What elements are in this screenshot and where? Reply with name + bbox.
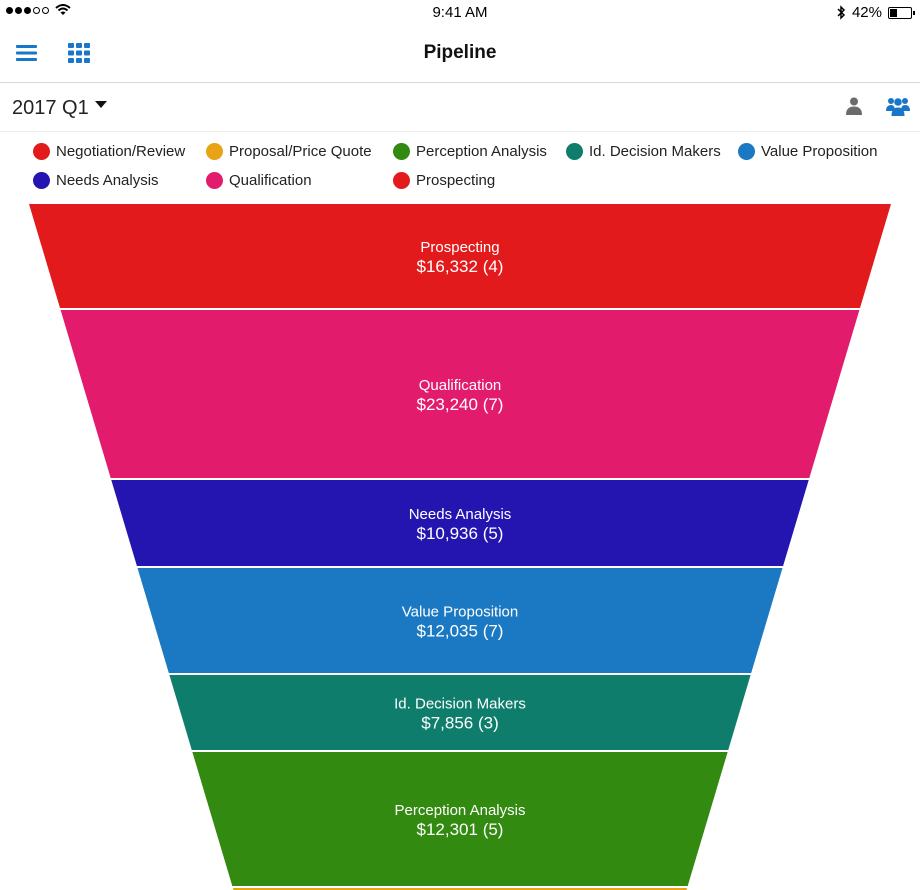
segment-value-label: $23,240 (7) bbox=[417, 395, 504, 414]
status-bar: 9:41 AM 42% bbox=[0, 0, 920, 26]
funnel-segment[interactable] bbox=[192, 752, 728, 886]
caret-down-icon bbox=[94, 101, 107, 108]
period-toolbar: 2017 Q1 bbox=[0, 83, 920, 132]
navigation-bar: Pipeline bbox=[0, 26, 920, 83]
legend-label: Prospecting bbox=[416, 172, 496, 189]
legend-label: Id. Decision Makers bbox=[589, 143, 721, 160]
bluetooth-icon bbox=[837, 5, 846, 20]
clock: 9:41 AM bbox=[432, 4, 488, 21]
segment-value-label: $10,936 (5) bbox=[417, 524, 504, 543]
segment-stage-label: Id. Decision Makers bbox=[394, 696, 526, 713]
signal-area bbox=[6, 4, 71, 16]
battery-percent: 42% bbox=[851, 4, 882, 21]
segment-value-label: $12,035 (7) bbox=[417, 622, 504, 641]
group-icon bbox=[886, 98, 910, 116]
legend-item[interactable]: Qualification bbox=[206, 172, 312, 189]
segment-stage-label: Perception Analysis bbox=[395, 802, 526, 819]
funnel-segment[interactable] bbox=[169, 675, 751, 750]
battery-level-fill bbox=[890, 8, 898, 17]
segment-stage-label: Qualification bbox=[419, 377, 502, 394]
legend-swatch bbox=[566, 143, 583, 160]
wifi-icon bbox=[55, 4, 71, 15]
segment-stage-label: Value Proposition bbox=[402, 604, 518, 621]
legend-swatch bbox=[33, 172, 50, 189]
segment-stage-label: Prospecting bbox=[420, 239, 499, 256]
legend-item[interactable]: Needs Analysis bbox=[33, 172, 159, 189]
person-icon bbox=[846, 97, 862, 115]
segment-value-label: $16,332 (4) bbox=[417, 257, 504, 276]
grid-icon bbox=[68, 43, 90, 63]
funnel-segment[interactable] bbox=[60, 310, 860, 478]
pipeline-funnel-chart: Prospecting$16,332 (4) Qualification$23,2… bbox=[29, 204, 891, 890]
legend-item[interactable]: Proposal/Price Quote bbox=[206, 143, 372, 160]
legend-item[interactable]: Id. Decision Makers bbox=[566, 143, 721, 160]
legend-item[interactable]: Value Proposition bbox=[738, 143, 877, 160]
my-pipeline-button[interactable] bbox=[846, 97, 862, 120]
funnel-segment[interactable] bbox=[111, 480, 809, 566]
legend-swatch bbox=[393, 143, 410, 160]
segment-value-label: $7,856 (3) bbox=[421, 714, 499, 733]
legend-swatch bbox=[206, 172, 223, 189]
legend-label: Perception Analysis bbox=[416, 143, 547, 160]
period-selector[interactable]: 2017 Q1 bbox=[12, 97, 107, 120]
legend-label: Proposal/Price Quote bbox=[229, 143, 372, 160]
legend-label: Qualification bbox=[229, 172, 312, 189]
legend-item[interactable]: Perception Analysis bbox=[393, 143, 547, 160]
battery-icon bbox=[888, 6, 915, 19]
status-right: 42% bbox=[836, 4, 915, 21]
legend-label: Value Proposition bbox=[761, 143, 878, 160]
legend-swatch bbox=[393, 172, 410, 189]
period-label: 2017 Q1 bbox=[12, 97, 89, 119]
legend-label: Negotiation/Review bbox=[56, 143, 186, 160]
apps-grid-button[interactable] bbox=[68, 43, 90, 68]
signal-strength-icon bbox=[6, 6, 49, 14]
legend-swatch bbox=[738, 143, 755, 160]
legend-label: Needs Analysis bbox=[56, 172, 159, 189]
page-title: Pipeline bbox=[423, 42, 497, 63]
funnel-segment[interactable] bbox=[29, 204, 891, 308]
chart-legend: Negotiation/Review Proposal/Price Quote Pe… bbox=[0, 140, 920, 200]
menu-button[interactable] bbox=[16, 44, 37, 67]
menu-icon bbox=[16, 45, 37, 61]
segment-stage-label: Needs Analysis bbox=[409, 506, 512, 523]
legend-swatch bbox=[33, 143, 50, 160]
segment-value-label: $12,301 (5) bbox=[417, 820, 504, 839]
legend-item[interactable]: Prospecting bbox=[393, 172, 495, 189]
funnel-segment[interactable] bbox=[137, 568, 783, 673]
team-pipeline-button[interactable] bbox=[886, 95, 910, 122]
legend-item[interactable]: Negotiation/Review bbox=[33, 143, 185, 160]
legend-swatch bbox=[206, 143, 223, 160]
